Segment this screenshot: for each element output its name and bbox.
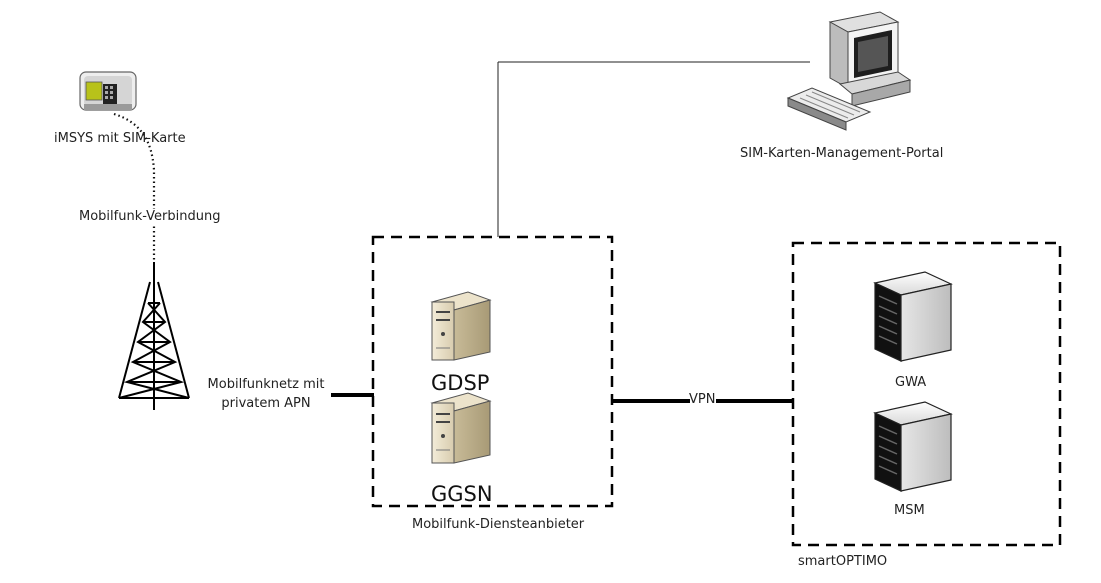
mobile-connection-label: Mobilfunk-Verbindung (79, 209, 221, 224)
imsys-label: iMSYS mit SIM-Karte (54, 131, 186, 146)
msm-label: MSM (894, 503, 925, 518)
ggsn-label: GGSN (431, 482, 493, 506)
mobile-network-label-line2: privatem APN (221, 396, 311, 411)
server-icon (430, 291, 492, 361)
smartoptimo-group-label: smartOPTIMO (798, 554, 888, 569)
server-icon (430, 392, 492, 464)
gwa-label: GWA (895, 375, 927, 390)
desktop-computer-icon (786, 11, 912, 131)
gdsp-label: GDSP (431, 371, 490, 395)
smartoptimo-group-box (791, 241, 1062, 547)
vpn-label: VPN (689, 392, 716, 407)
server-block-icon (873, 271, 953, 362)
portal-label: SIM-Karten-Management-Portal (740, 146, 944, 161)
server-block-icon (873, 401, 953, 492)
cell-tower-icon (118, 262, 190, 410)
smart-meter-device-icon (79, 71, 137, 111)
mobile-network-label-line1: Mobilfunknetz mit (207, 377, 325, 392)
provider-group-box (371, 235, 614, 508)
provider-group-label: Mobilfunk-Diensteanbieter (412, 517, 585, 532)
